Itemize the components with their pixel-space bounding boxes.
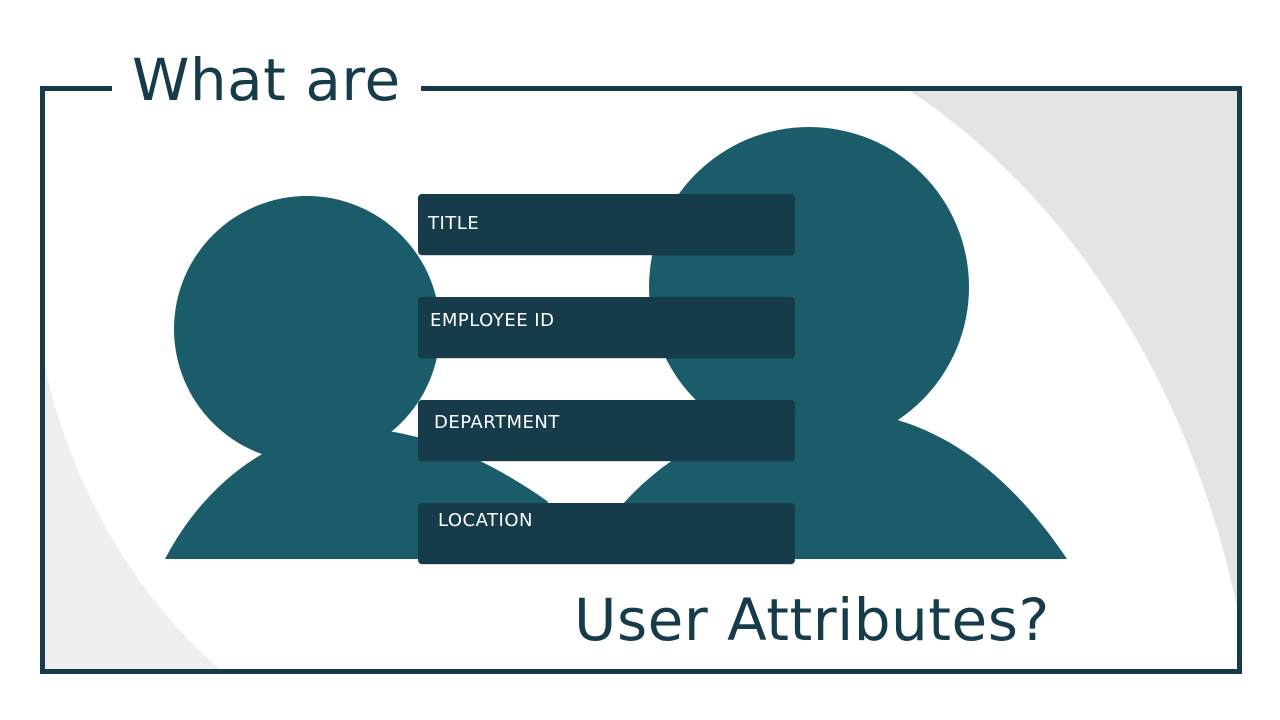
attribute-title-bar: TITLE — [418, 194, 795, 255]
diagram-background — [45, 91, 1237, 669]
title-user-attributes: User Attributes? — [574, 586, 1050, 654]
attribute-employee-id-bar: EMPLOYEE ID — [418, 297, 795, 358]
left-person-head-icon — [174, 196, 440, 462]
attribute-location-label: LOCATION — [438, 510, 533, 531]
title-what-are: What are — [112, 44, 421, 116]
background-corner-shape — [45, 366, 220, 669]
attribute-department-bar: DEPARTMENT — [418, 400, 795, 461]
background-sweep-shape — [910, 91, 1237, 607]
right-person-head-icon — [649, 127, 969, 447]
attribute-department-label: DEPARTMENT — [434, 412, 560, 433]
attribute-title-label: TITLE — [428, 213, 480, 234]
attribute-employee-id-label: EMPLOYEE ID — [430, 310, 555, 331]
attribute-location-bar: LOCATION — [418, 503, 795, 564]
